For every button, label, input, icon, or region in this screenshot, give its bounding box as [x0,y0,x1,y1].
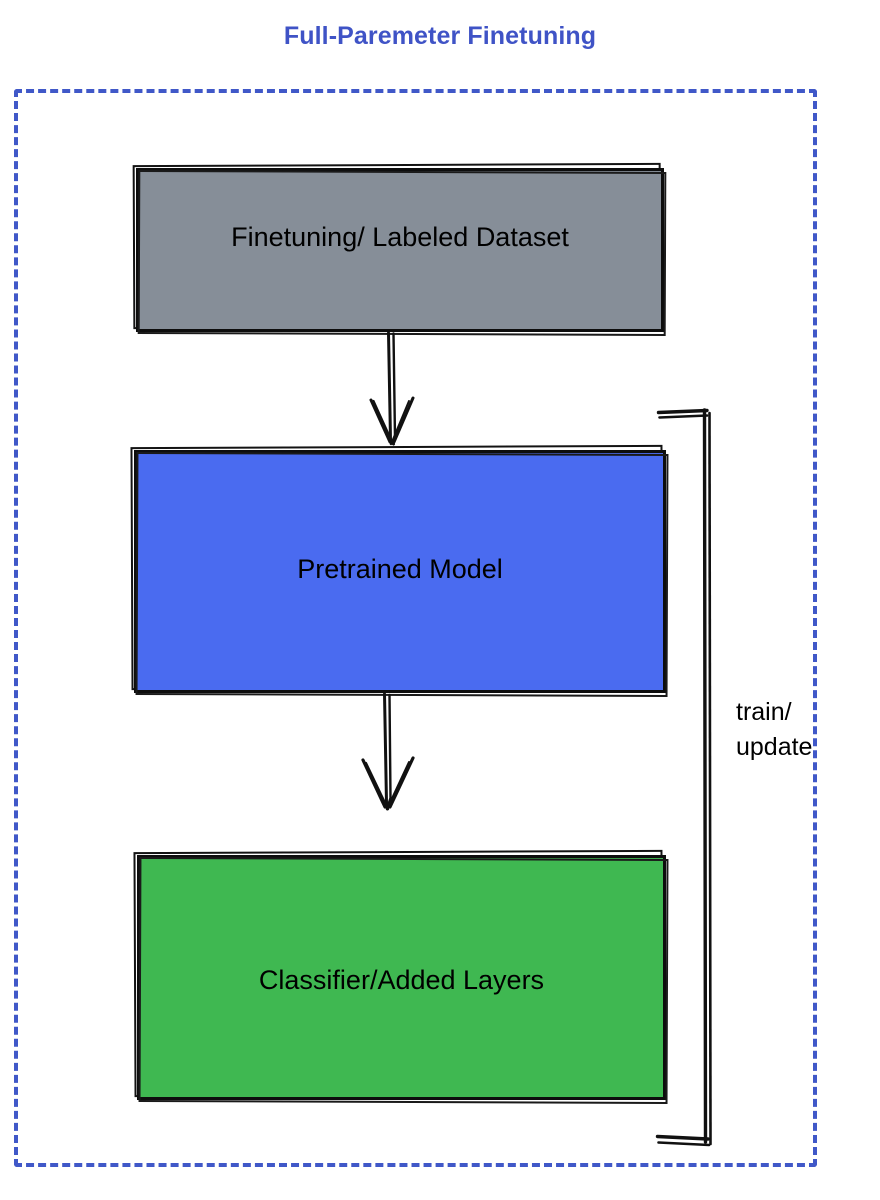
page-title: Full-Paremeter Finetuning [283,22,597,50]
feedback-loop-label: train/ update [736,698,813,761]
node-label: Finetuning/ Labeled Dataset [231,222,569,252]
node-classifier-added-layers[interactable]: Classifier/Added Layers [133,849,669,1105]
node-pretrained-model[interactable]: Pretrained Model [130,444,669,698]
node-label: Classifier/Added Layers [258,965,545,995]
diagram-boundary-frame [14,89,817,1167]
node-fill [134,450,666,693]
node-fill [137,855,666,1100]
node-finetuning-labeled-dataset[interactable]: Finetuning/ Labeled Dataset [132,162,667,337]
node-label: Pretrained Model [297,554,503,584]
node-fill [136,168,664,332]
